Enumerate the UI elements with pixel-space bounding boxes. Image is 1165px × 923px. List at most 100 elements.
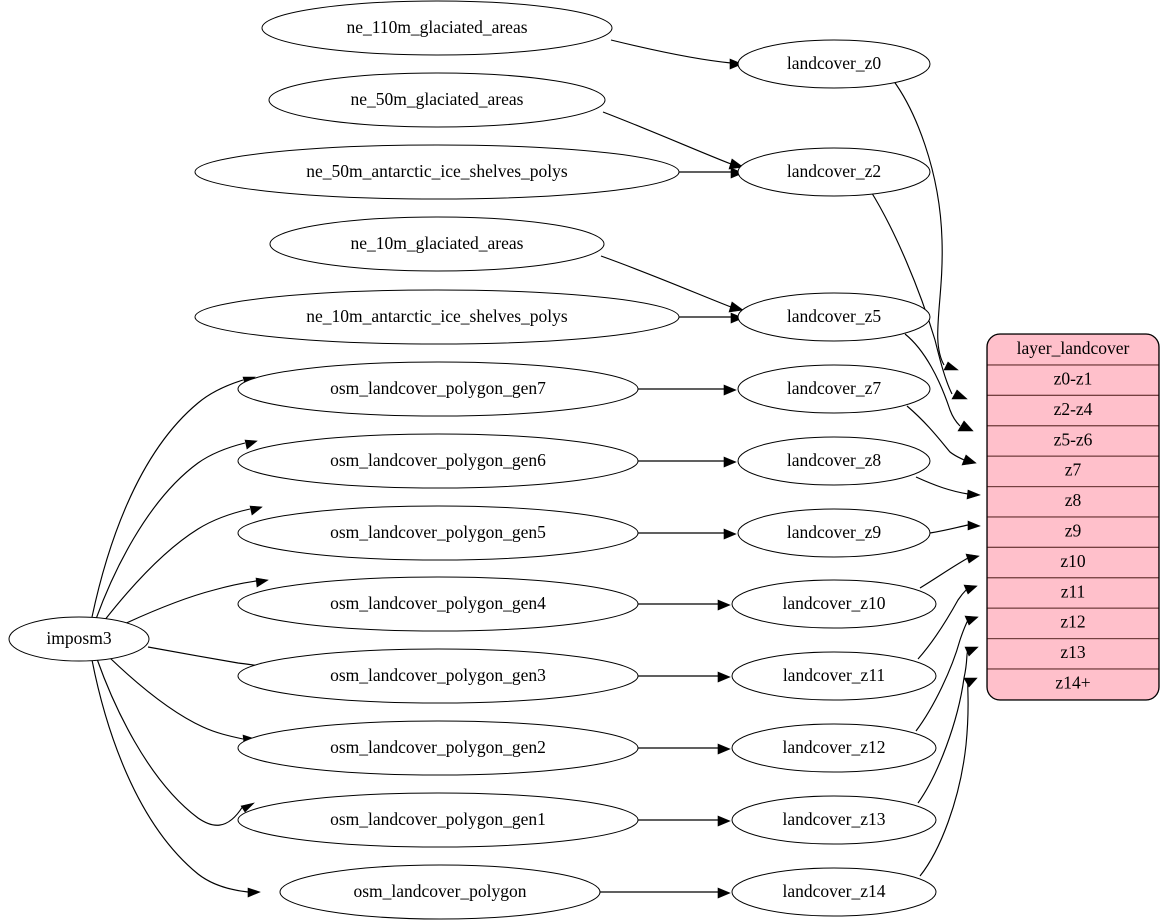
edge-z14-to-row-z14plus — [919, 680, 969, 877]
node-label: osm_landcover_polygon_gen4 — [330, 593, 546, 613]
node-label: imposm3 — [46, 628, 111, 648]
node-osm_landcover_polygon_gen7[interactable]: osm_landcover_polygon_gen7 — [237, 361, 639, 417]
edge-arrow — [717, 599, 731, 611]
node-ne_50m_glaciated_areas[interactable]: ne_50m_glaciated_areas — [268, 72, 606, 128]
node-label: ne_10m_glaciated_areas — [351, 233, 524, 253]
edge-arrow — [966, 489, 981, 500]
table-row-label: z14+ — [1055, 673, 1090, 693]
edge-z13-to-row-z13 — [917, 649, 969, 804]
node-landcover_z12[interactable]: landcover_z12 — [731, 723, 937, 773]
edge-arrow — [961, 454, 977, 466]
node-osm_landcover_polygon_gen1[interactable]: osm_landcover_polygon_gen1 — [237, 792, 639, 848]
table-row-label: z8 — [1065, 490, 1082, 510]
table-row-label: z10 — [1060, 551, 1086, 571]
node-label: osm_landcover_polygon_gen1 — [330, 809, 546, 829]
table-row-cell[interactable] — [987, 607, 1159, 640]
edge-z0-to-row-z0z1 — [892, 79, 945, 366]
mid-node-group: landcover_z0 landcover_z2 landcover_z5 l… — [731, 39, 937, 917]
edge-arrow — [728, 301, 744, 313]
edge-arrow — [963, 677, 978, 688]
edge-z8-to-row-z8 — [915, 476, 969, 495]
table-row-label: z7 — [1065, 460, 1082, 480]
node-label: ne_50m_antarctic_ice_shelves_polys — [306, 161, 568, 181]
edge-z2-to-row-z2z4 — [869, 189, 953, 395]
node-label: landcover_z8 — [787, 450, 882, 470]
node-label: landcover_z13 — [782, 809, 885, 829]
node-landcover_z14[interactable]: landcover_z14 — [731, 867, 937, 917]
edge-imposm3-to-gen1 — [96, 658, 244, 826]
node-landcover_z9[interactable]: landcover_z9 — [737, 508, 931, 558]
node-ne_10m_antarctic_ice_shelves_polys[interactable]: ne_10m_antarctic_ice_shelves_polys — [194, 289, 680, 345]
edge-ne50glac-to-z2 — [602, 111, 732, 165]
node-label: landcover_z10 — [782, 593, 885, 613]
edge-arrow — [240, 802, 255, 813]
node-label: landcover_z9 — [787, 522, 882, 542]
table-row-cell[interactable] — [987, 577, 1159, 609]
table-row-cell[interactable] — [987, 364, 1159, 396]
edge-arrow — [729, 58, 743, 70]
node-osm_landcover_polygon_gen3[interactable]: osm_landcover_polygon_gen3 — [237, 648, 639, 704]
table-row-label: z0-z1 — [1054, 369, 1093, 389]
table-row-cell[interactable] — [987, 455, 1159, 488]
table-row-cell[interactable] — [987, 516, 1159, 548]
source-node-group: ne_110m_glaciated_areas ne_50m_glaciated… — [194, 0, 680, 920]
node-landcover_z0[interactable]: landcover_z0 — [737, 39, 931, 89]
edge-arrow — [717, 743, 731, 755]
table-row-label: z5-z6 — [1054, 429, 1093, 449]
edge-arrow — [730, 167, 744, 179]
node-osm_landcover_polygon_gen6[interactable]: osm_landcover_polygon_gen6 — [237, 433, 639, 489]
edge-ne10glac-to-z5 — [600, 255, 732, 308]
table-row-label: z12 — [1060, 612, 1085, 632]
edge-arrow — [717, 815, 731, 827]
edge-arrow — [730, 312, 744, 324]
node-osm_landcover_polygon_gen2[interactable]: osm_landcover_polygon_gen2 — [237, 720, 639, 776]
edge-arrow — [957, 420, 974, 432]
node-landcover_z10[interactable]: landcover_z10 — [731, 579, 937, 629]
node-landcover_z13[interactable]: landcover_z13 — [731, 795, 937, 845]
node-label: osm_landcover_polygon_gen6 — [330, 450, 546, 470]
node-label: landcover_z7 — [787, 378, 882, 398]
edge-arrow — [723, 384, 737, 396]
edge-imposm3-to-gen7 — [91, 379, 244, 618]
node-imposm3[interactable]: imposm3 — [8, 616, 150, 662]
node-label: osm_landcover_polygon — [353, 881, 526, 901]
node-label: ne_110m_glaciated_areas — [346, 17, 527, 37]
edge-arrow — [964, 615, 979, 626]
edge-arrow — [255, 577, 269, 588]
edge-imposm3-to-gen6 — [95, 442, 246, 620]
table-row-label: z2-z4 — [1054, 399, 1093, 419]
edge-arrow — [967, 520, 981, 531]
node-ne_50m_antarctic_ice_shelves_polys[interactable]: ne_50m_antarctic_ice_shelves_polys — [194, 144, 680, 200]
node-landcover_z7[interactable]: landcover_z7 — [737, 364, 931, 414]
edge-arrow — [717, 671, 731, 683]
node-ne_10m_glaciated_areas[interactable]: ne_10m_glaciated_areas — [269, 216, 605, 272]
node-osm_landcover_polygon_gen4[interactable]: osm_landcover_polygon_gen4 — [237, 576, 639, 632]
edge-z12-to-row-z12 — [915, 619, 969, 732]
edge-z9-to-row-z9 — [929, 524, 969, 534]
layer-landcover-table[interactable]: layer_landcover z0-z1 z2-z4 z5-z6 z7 z8 … — [986, 333, 1160, 701]
edge-z11-to-row-z11 — [917, 588, 968, 660]
edge-imposm3-to-gen5 — [103, 508, 251, 622]
node-landcover_z2[interactable]: landcover_z2 — [737, 147, 931, 197]
node-osm_landcover_polygon_gen5[interactable]: osm_landcover_polygon_gen5 — [237, 505, 639, 561]
node-label: landcover_z11 — [783, 665, 885, 685]
node-osm_landcover_polygon[interactable]: osm_landcover_polygon — [279, 864, 601, 920]
node-label: landcover_z5 — [787, 306, 882, 326]
table-row-label: z9 — [1065, 521, 1082, 541]
edge-imposm3-to-gen3 — [147, 646, 262, 667]
edge-arrow — [717, 887, 731, 899]
edge-arrow — [943, 361, 959, 371]
edge-z7-to-row-z7 — [906, 405, 965, 461]
node-label: osm_landcover_polygon_gen3 — [330, 665, 546, 685]
table-row-cell[interactable] — [987, 668, 1159, 700]
edge-arrow — [249, 505, 263, 516]
node-landcover_z5[interactable]: landcover_z5 — [737, 292, 931, 342]
edge-arrow — [964, 646, 979, 657]
node-label: landcover_z0 — [787, 53, 882, 73]
edge-arrow — [723, 456, 737, 468]
node-ne_110m_glaciated_areas[interactable]: ne_110m_glaciated_areas — [261, 0, 613, 56]
node-landcover_z11[interactable]: landcover_z11 — [731, 651, 937, 701]
node-landcover_z8[interactable]: landcover_z8 — [737, 436, 931, 486]
edge-imposm3-to-gen2 — [109, 657, 244, 740]
